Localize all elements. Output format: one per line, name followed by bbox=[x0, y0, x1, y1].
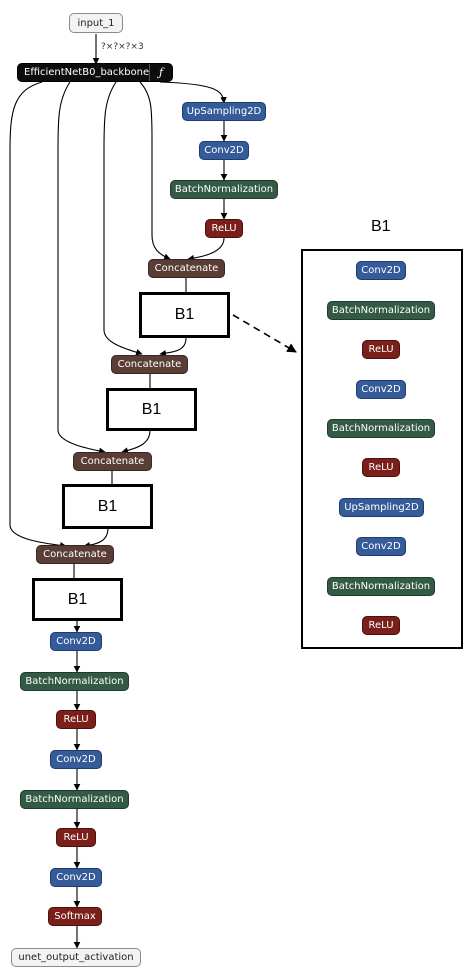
output-label: unet_output_activation bbox=[18, 952, 134, 963]
edge bbox=[83, 527, 109, 549]
function-icon: ƒ bbox=[149, 64, 172, 81]
b1-block[interactable]: B1 bbox=[62, 484, 153, 529]
edge bbox=[187, 237, 225, 262]
b1-label: B1 bbox=[97, 497, 118, 515]
b1-label: B1 bbox=[174, 306, 195, 323]
panel-conv2d-node[interactable]: Conv2D bbox=[356, 537, 406, 556]
panel-layer-label: BatchNormalization bbox=[331, 581, 431, 592]
concatenate-label: Concatenate bbox=[117, 359, 182, 370]
panel-title: B1 bbox=[371, 218, 391, 235]
callout-arrow bbox=[232, 314, 297, 353]
conv2d-node[interactable]: Conv2D bbox=[50, 868, 102, 887]
edge bbox=[9, 81, 67, 549]
panel-batchnorm-node[interactable]: BatchNormalization bbox=[327, 301, 435, 320]
b1-block[interactable]: B1 bbox=[32, 578, 123, 621]
concatenate-node[interactable]: Concatenate bbox=[73, 452, 152, 471]
conv2d-node[interactable]: Conv2D bbox=[50, 632, 102, 651]
panel-layer-label: ReLU bbox=[368, 344, 394, 355]
relu-label: ReLU bbox=[63, 832, 89, 843]
panel-relu-node[interactable]: ReLU bbox=[362, 616, 400, 635]
batchnorm-node[interactable]: BatchNormalization bbox=[20, 672, 129, 691]
b1-label: B1 bbox=[67, 590, 88, 608]
b1-label: B1 bbox=[141, 400, 162, 418]
panel-batchnorm-node[interactable]: BatchNormalization bbox=[327, 419, 435, 438]
upsampling-label: UpSampling2D bbox=[186, 106, 262, 117]
panel-layer-label: UpSampling2D bbox=[344, 502, 419, 513]
conv2d-label: Conv2D bbox=[56, 872, 96, 883]
conv2d-node[interactable]: Conv2D bbox=[199, 141, 249, 160]
batchnorm-node[interactable]: BatchNormalization bbox=[20, 790, 129, 809]
backbone-label: EfficientNetB0_backbone bbox=[24, 67, 150, 78]
concatenate-label: Concatenate bbox=[80, 456, 145, 467]
concatenate-label: Concatenate bbox=[154, 263, 219, 274]
softmax-label: Softmax bbox=[54, 911, 96, 922]
panel-layer-label: Conv2D bbox=[361, 541, 401, 552]
relu-label: ReLU bbox=[63, 714, 89, 725]
output-node[interactable]: unet_output_activation bbox=[11, 948, 141, 967]
panel-conv2d-node[interactable]: Conv2D bbox=[356, 261, 406, 280]
edge bbox=[103, 81, 143, 356]
softmax-node[interactable]: Softmax bbox=[48, 907, 102, 926]
panel-layer-label: ReLU bbox=[368, 620, 394, 631]
panel-layer-label: Conv2D bbox=[361, 384, 401, 395]
backbone-node[interactable]: EfficientNetB0_backbone ƒ bbox=[17, 63, 173, 82]
input-shape: ?×?×?×3 bbox=[101, 42, 144, 52]
b1-block[interactable]: B1 bbox=[139, 292, 230, 338]
panel-relu-node[interactable]: ReLU bbox=[362, 340, 400, 359]
edge bbox=[121, 429, 151, 454]
batchnorm-label: BatchNormalization bbox=[25, 794, 124, 805]
panel-upsampling-node[interactable]: UpSampling2D bbox=[339, 498, 424, 517]
conv2d-label: Conv2D bbox=[56, 754, 96, 765]
concatenate-node[interactable]: Concatenate bbox=[36, 545, 114, 564]
edge bbox=[139, 81, 171, 260]
relu-node[interactable]: ReLU bbox=[56, 710, 96, 729]
conv2d-label: Conv2D bbox=[56, 636, 96, 647]
input-node[interactable]: input_1 bbox=[69, 13, 123, 33]
panel-layer-label: BatchNormalization bbox=[331, 423, 431, 434]
relu-label: ReLU bbox=[211, 223, 237, 234]
relu-node[interactable]: ReLU bbox=[56, 828, 96, 847]
input-label: input_1 bbox=[77, 17, 115, 29]
edge bbox=[159, 337, 187, 357]
concatenate-label: Concatenate bbox=[43, 549, 107, 560]
edge bbox=[159, 81, 227, 104]
panel-relu-node[interactable]: ReLU bbox=[362, 458, 400, 477]
concatenate-node[interactable]: Concatenate bbox=[148, 259, 225, 278]
panel-batchnorm-node[interactable]: BatchNormalization bbox=[327, 577, 435, 596]
batchnorm-label: BatchNormalization bbox=[25, 676, 124, 687]
panel-layer-label: ReLU bbox=[368, 462, 394, 473]
batchnorm-node[interactable]: BatchNormalization bbox=[170, 180, 278, 199]
panel-conv2d-node[interactable]: Conv2D bbox=[356, 380, 406, 399]
relu-node[interactable]: ReLU bbox=[205, 219, 243, 238]
concatenate-node[interactable]: Concatenate bbox=[111, 355, 188, 374]
conv2d-label: Conv2D bbox=[204, 145, 244, 156]
edge bbox=[57, 81, 106, 455]
panel-layer-label: BatchNormalization bbox=[331, 305, 431, 316]
batchnorm-label: BatchNormalization bbox=[174, 184, 274, 195]
b1-block[interactable]: B1 bbox=[106, 388, 197, 431]
conv2d-node[interactable]: Conv2D bbox=[50, 750, 102, 769]
upsampling-node[interactable]: UpSampling2D bbox=[182, 102, 266, 121]
panel-layer-label: Conv2D bbox=[361, 265, 401, 276]
